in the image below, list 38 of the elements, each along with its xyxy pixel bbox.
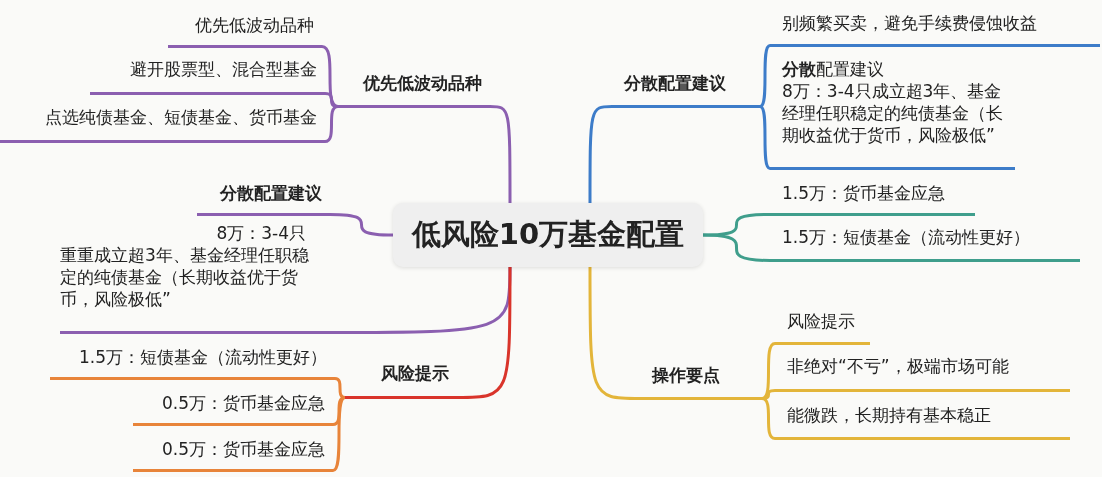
subtopic-label: 1.5万：短债基金（流动性更好） (50, 346, 335, 380)
subtopic-label: 能微跌，长期持有基本稳正 (775, 404, 1070, 440)
branch-line (761, 342, 776, 400)
subtopic-label: 1.5万：短债基金（流动性更好） (770, 226, 1080, 262)
subtopic-heading: 8万：3-4只 (215, 222, 307, 245)
subtopic-label: 1.5万：货币基金应急 (770, 182, 975, 216)
subtopic-text: 重重成立超3年、基金经理任职稳定的纯债基金（长期收益优于货币，风险极低” (60, 244, 310, 311)
subtopic-label: 点选纯债基金、短债基金、货币基金 (0, 106, 325, 143)
branch-line (702, 213, 771, 237)
subtopic-label: 避开股票型、混合型基金 (90, 58, 325, 95)
branch-line (702, 233, 771, 262)
subtopic-label: 0.5万：货币基金应急 (133, 392, 333, 426)
branch-line (324, 105, 339, 143)
branch-topic: 风险提示 (345, 362, 457, 399)
subtopic-underline (770, 58, 1015, 170)
branch-line (759, 44, 771, 108)
branch-line (329, 213, 394, 237)
branch-line (332, 396, 346, 426)
subtopic-underline (60, 222, 322, 334)
branch-line (457, 267, 512, 399)
branch-topic: 分散配置建议 (612, 72, 760, 108)
central-topic-box: 低风险10万基金配置 (393, 203, 703, 267)
subtopic-label: 别频繁买卖，避免手续费侵蚀收益 (770, 12, 1100, 47)
subtopic-label: 0.5万：货币基金应急 (133, 438, 333, 472)
branch-line (332, 396, 346, 472)
branch-topic: 优先低波动品种 (338, 72, 490, 108)
subtopic-label: 风险提示 (775, 310, 870, 345)
branch-topic: 操作要点 (640, 364, 762, 400)
branch-line (334, 377, 346, 399)
branch-line (321, 45, 339, 108)
subtopic-label: 优先低波动品种 (168, 14, 322, 48)
subtopic-label: 非绝对“不亏”，极端市场可能 (775, 355, 1070, 392)
branch-line (759, 105, 771, 170)
subtopic-text: 8万：3-4只成立超3年、基金经理任职稳定的纯债基金（长期收益优于货币，风险极低” (782, 80, 1004, 147)
branch-line (761, 397, 776, 440)
branch-topic: 分散配置建议 (197, 182, 330, 216)
subtopic-heading: 分散配置建议 (782, 58, 885, 81)
branch-line (588, 267, 640, 400)
